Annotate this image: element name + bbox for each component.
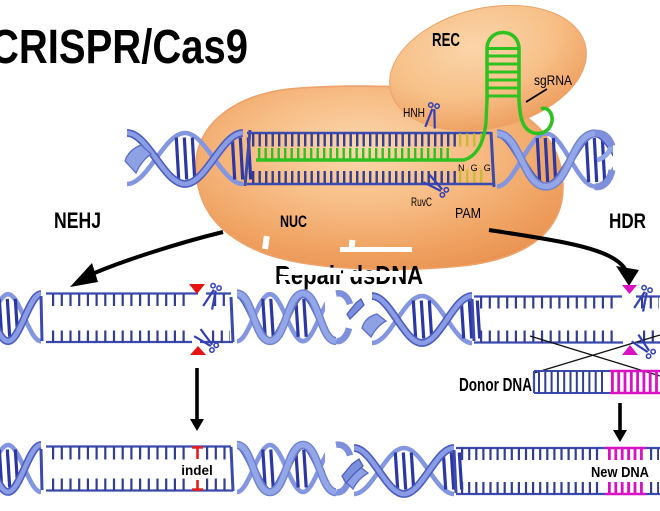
svg-text:NUC: NUC (280, 213, 307, 231)
svg-text:New DNA: New DNA (591, 465, 649, 481)
svg-text:N G G: N G G (458, 163, 493, 173)
svg-text:RuvC: RuvC (411, 197, 432, 209)
svg-text:CRISPR/Cas9: CRISPR/Cas9 (0, 21, 248, 74)
svg-text:HNH: HNH (403, 106, 425, 120)
svg-text:indel: indel (181, 463, 213, 478)
svg-text:NEHJ: NEHJ (54, 208, 101, 233)
svg-text:sgRNA: sgRNA (534, 73, 572, 88)
svg-text:REC: REC (432, 30, 460, 50)
svg-text:HDR: HDR (609, 210, 646, 233)
svg-text:PAM: PAM (455, 205, 481, 222)
svg-text:Donor DNA: Donor DNA (459, 375, 532, 395)
